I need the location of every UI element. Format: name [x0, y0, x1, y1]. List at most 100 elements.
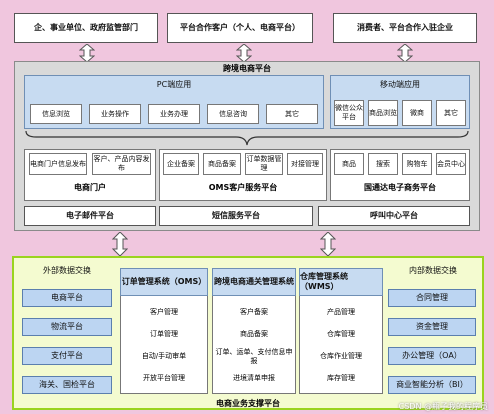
- oms-item-enterprise-label: 企业备案: [167, 159, 195, 168]
- portal-item-content-label: 客户、产品内容发布: [93, 155, 150, 172]
- order-item: 客户管理: [150, 308, 178, 316]
- pc-item-consult: 信息咨询: [207, 104, 259, 124]
- mobile-item-wechat-label: 微信公众平台: [335, 104, 363, 121]
- external-item-customs: 海关、国检平台: [22, 376, 112, 394]
- external-item-ecommerce: 电商平台: [22, 289, 112, 307]
- platform-title: 跨境电商平台: [223, 64, 271, 73]
- oms-item-product: 商品备案: [203, 153, 241, 175]
- external-title: 外部数据交换: [43, 266, 91, 275]
- support-title: 电商业务支撑平台: [216, 399, 280, 408]
- sms-platform: 短信服务平台: [159, 206, 313, 226]
- customs-item: 客户备案: [240, 308, 268, 316]
- internal-item-bi-label: 商业智能分析（BI）: [396, 380, 468, 389]
- warehouse-system-title-label: 仓库管理系统（WMS）: [300, 272, 348, 291]
- guotong-item-products-label: 商品: [342, 159, 356, 168]
- guotong-item-cart: 购物车: [402, 153, 432, 175]
- customs-item: 商品备案: [240, 330, 268, 338]
- oms-item-product-label: 商品备案: [208, 159, 236, 168]
- double-arrow-icon: [79, 44, 95, 62]
- internal-item-funds-label: 资金管理: [416, 322, 448, 331]
- warehouse-item: 库存管理: [327, 374, 355, 382]
- guotong-item-member-label: 会员中心: [437, 159, 465, 168]
- pc-app-title: PC端应用: [156, 80, 192, 89]
- internal-item-contract-label: 合同管理: [416, 293, 448, 302]
- warehouse-item: 仓库作业管理: [320, 352, 362, 360]
- external-item-logistics-label: 物流平台: [51, 322, 83, 331]
- double-arrow-icon: [236, 44, 252, 62]
- mobile-item-other: 其它: [436, 100, 466, 126]
- warehouse-item: 仓库管理: [327, 330, 355, 338]
- order-item: 订单管理: [150, 330, 178, 338]
- customs-system-title: 跨境电商通关管理系统: [212, 268, 296, 296]
- guotong-item-search-label: 搜索: [376, 159, 390, 168]
- portal-item-info: 电商门户信息发布: [29, 153, 87, 175]
- warehouse-system-title: 仓库管理系统（WMS）: [299, 268, 383, 296]
- top-box-partners-label: 平台合作客户（个人、电商平台）: [180, 23, 300, 32]
- pc-item-handling-label: 业务办理: [160, 109, 188, 118]
- oms-item-order-data: 订单数据管理: [245, 153, 283, 175]
- portal-title: 电商门户: [74, 183, 106, 192]
- pc-item-browse: 信息浏览: [30, 104, 82, 124]
- pc-item-other-label: 其它: [285, 109, 299, 118]
- watermark: CSDN @瓶子我的程序员: [398, 402, 488, 411]
- top-box-regulators: 企、事业单位、政府监管部门: [14, 13, 158, 43]
- mobile-app-title: 移动端应用: [380, 80, 420, 89]
- mobile-item-products: 商品浏览: [368, 100, 398, 126]
- email-platform: 电子邮件平台: [24, 206, 156, 226]
- sms-platform-label: 短信服务平台: [212, 211, 260, 220]
- order-item: 开放平台管理: [143, 374, 185, 382]
- pc-item-operation-label: 业务操作: [101, 109, 129, 118]
- oms-item-enterprise: 企业备案: [163, 153, 199, 175]
- pc-item-handling: 业务办理: [148, 104, 200, 124]
- external-item-customs-label: 海关、国检平台: [39, 380, 95, 389]
- internal-item-oa-label: 办公管理（OA）: [402, 351, 462, 360]
- internal-item-funds: 资金管理: [388, 318, 476, 336]
- top-box-regulators-label: 企、事业单位、政府监管部门: [34, 23, 138, 32]
- guotong-title: 国通达电子商务平台: [364, 183, 436, 192]
- customs-item: 进境清单申报: [233, 374, 275, 382]
- top-box-partners: 平台合作客户（个人、电商平台）: [167, 13, 313, 43]
- double-arrow-icon: [397, 44, 413, 62]
- internal-item-contract: 合同管理: [388, 289, 476, 307]
- order-system-title: 订单管理系统（OMS）: [120, 268, 208, 296]
- top-box-consumers-label: 消费者、平台合作入驻企业: [357, 23, 453, 32]
- oms-item-order-data-label: 订单数据管理: [246, 155, 282, 172]
- double-arrow-icon: [320, 232, 336, 256]
- guotong-item-member: 会员中心: [436, 153, 466, 175]
- guotong-item-products: 商品: [334, 153, 364, 175]
- portal-item-content: 客户、产品内容发布: [92, 153, 151, 175]
- mobile-item-weishang: 微商: [402, 100, 432, 126]
- pc-item-other: 其它: [266, 104, 318, 124]
- order-item: 自动/手动审单: [141, 352, 187, 360]
- pc-item-operation: 业务操作: [89, 104, 141, 124]
- external-item-logistics: 物流平台: [22, 318, 112, 336]
- order-system-title-label: 订单管理系统（OMS）: [121, 277, 207, 286]
- oms-item-integration: 对接管理: [287, 153, 323, 175]
- pc-item-browse-label: 信息浏览: [42, 109, 70, 118]
- oms-item-integration-label: 对接管理: [291, 159, 319, 168]
- guotong-item-search: 搜索: [368, 153, 398, 175]
- top-box-consumers: 消费者、平台合作入驻企业: [333, 13, 477, 43]
- brace-icon: [25, 130, 469, 146]
- callcenter-platform: 呼叫中心平台: [318, 206, 470, 226]
- mobile-item-wechat: 微信公众平台: [334, 100, 364, 126]
- guotong-item-cart-label: 购物车: [406, 159, 428, 168]
- internal-item-oa: 办公管理（OA）: [388, 347, 476, 365]
- mobile-item-weishang-label: 微商: [410, 108, 424, 117]
- external-item-payment-label: 支付平台: [51, 351, 83, 360]
- internal-item-bi: 商业智能分析（BI）: [388, 376, 476, 394]
- warehouse-item: 产品管理: [327, 308, 355, 316]
- internal-title: 内部数据交换: [409, 266, 457, 275]
- external-item-ecommerce-label: 电商平台: [51, 293, 83, 302]
- external-item-payment: 支付平台: [22, 347, 112, 365]
- customs-item: 订单、运单、支付信息申报: [215, 348, 293, 365]
- callcenter-platform-label: 呼叫中心平台: [370, 211, 418, 220]
- portal-item-info-label: 电商门户信息发布: [30, 159, 86, 168]
- email-platform-label: 电子邮件平台: [66, 211, 114, 220]
- customs-system-title-label: 跨境电商通关管理系统: [214, 277, 294, 286]
- oms-service-title: OMS客户服务平台: [208, 183, 278, 192]
- mobile-item-products-label: 商品浏览: [369, 108, 397, 117]
- pc-item-consult-label: 信息咨询: [219, 109, 247, 118]
- double-arrow-icon: [112, 232, 128, 256]
- mobile-item-other-label: 其它: [444, 108, 458, 117]
